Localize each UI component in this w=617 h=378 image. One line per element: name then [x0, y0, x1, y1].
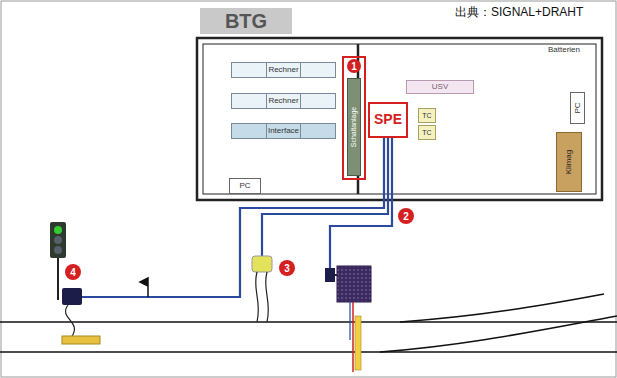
switch-rod	[349, 302, 350, 340]
node-text: USV	[432, 83, 448, 92]
callout-number: 3	[284, 263, 290, 274]
computer-rack: Rechner	[231, 62, 336, 78]
signal-light	[54, 236, 62, 244]
rail	[0, 321, 617, 323]
node-text: Rechner	[268, 97, 298, 106]
air-conditioner: Klimag	[556, 132, 582, 192]
rail	[0, 351, 617, 353]
pc-box: PC	[570, 92, 585, 124]
callout-circle	[347, 59, 361, 73]
ups-box: USV	[406, 80, 474, 94]
signal-head	[50, 222, 66, 258]
track	[0, 294, 617, 352]
diverging-rail	[400, 294, 604, 322]
node-text: Interface	[268, 127, 299, 136]
callout-circle	[279, 260, 295, 276]
building-title: BTG	[200, 8, 292, 34]
tc-box: TC	[418, 125, 436, 140]
switch-rod	[355, 316, 361, 370]
callout-number: 1	[351, 61, 357, 72]
signal-pole	[57, 258, 59, 300]
point-machine	[337, 266, 371, 302]
junction-box	[325, 268, 335, 282]
spe-box: SPE	[368, 102, 408, 138]
building-inner-wall	[203, 44, 596, 194]
node-text: SPE	[374, 112, 402, 127]
point-machine-cable	[330, 138, 392, 268]
sensor-wire	[256, 272, 269, 322]
room-label: Batterien	[548, 46, 580, 55]
callout-number: 4	[70, 267, 76, 278]
callout-circle	[65, 264, 81, 280]
tc-box: TC	[418, 108, 436, 123]
switchgear: Schaltanlage	[347, 78, 361, 176]
building-wall	[197, 38, 602, 200]
switch-rod	[352, 302, 354, 372]
callout-number: 2	[403, 211, 409, 222]
node-text: Schaltanlage	[350, 107, 358, 147]
source-note: 出典：SIGNAL+DRAHT	[455, 6, 583, 19]
flag-marker	[140, 278, 148, 297]
signal-controller	[62, 288, 82, 305]
signal-light	[54, 246, 62, 254]
highlight-frame	[343, 57, 365, 179]
node-text: Rechner	[268, 66, 298, 75]
axle-counter-cable	[262, 138, 388, 256]
balise-wire	[66, 305, 75, 336]
node-text: PC	[239, 182, 250, 191]
interface-rack: Interface	[231, 123, 336, 139]
node-text: TC	[422, 129, 431, 137]
node-text: TC	[422, 112, 431, 120]
diverging-rail	[380, 316, 617, 352]
axle-counter	[252, 256, 272, 272]
node-text: Klimag	[565, 150, 574, 174]
balise	[62, 336, 100, 344]
callout-circle	[398, 208, 414, 224]
computer-rack: Rechner	[231, 93, 336, 109]
pc-box: PC	[229, 178, 261, 194]
signal-light	[54, 226, 62, 234]
node-text: PC	[573, 102, 582, 113]
node-text: BTG	[225, 10, 267, 32]
